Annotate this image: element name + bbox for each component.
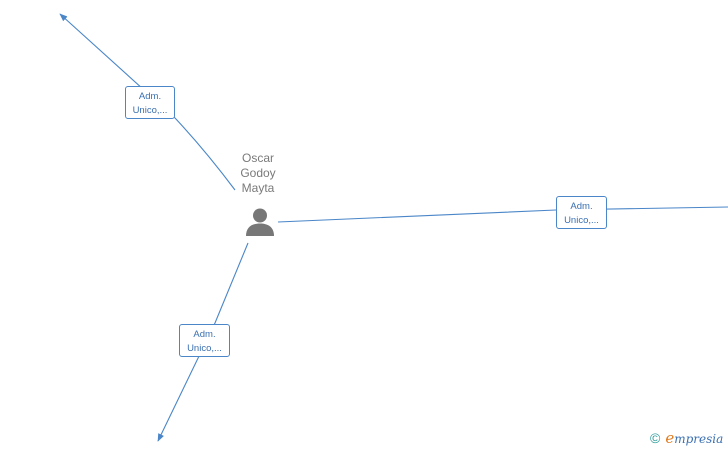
edge-label-bottom-left[interactable]: Adm. Unico,... <box>179 324 230 357</box>
edge-label-top-left[interactable]: Adm. Unico,... <box>125 86 175 119</box>
brand-name: empresia <box>665 429 723 447</box>
person-name-line: Oscar <box>241 151 274 165</box>
copyright-icon: © <box>650 430 661 446</box>
edge-label-detail: Unico,... <box>187 343 222 354</box>
edge-label-role: Adm. <box>193 329 216 340</box>
person-silhouette-icon[interactable] <box>244 206 276 238</box>
edge-label-detail: Unico,... <box>132 105 168 116</box>
edge-line-top-left[interactable] <box>59 13 236 191</box>
brand-rest: mpresia <box>674 432 724 446</box>
empresia-watermark: © empresia <box>650 429 723 447</box>
brand-initial: e <box>665 429 675 447</box>
person-name-label[interactable]: Oscar Godoy Mayta <box>220 151 296 196</box>
edge-label-right[interactable]: Adm. Unico,... <box>556 196 607 229</box>
edge-line-bottom-left[interactable] <box>157 242 249 442</box>
edge-label-role: Adm. <box>570 201 593 212</box>
edge-line-right[interactable] <box>277 206 728 223</box>
edge-label-detail: Unico,... <box>564 215 599 226</box>
person-name-line: Godoy <box>240 166 276 180</box>
edge-label-role: Adm. <box>138 91 162 102</box>
person-name-line: Mayta <box>241 181 275 195</box>
